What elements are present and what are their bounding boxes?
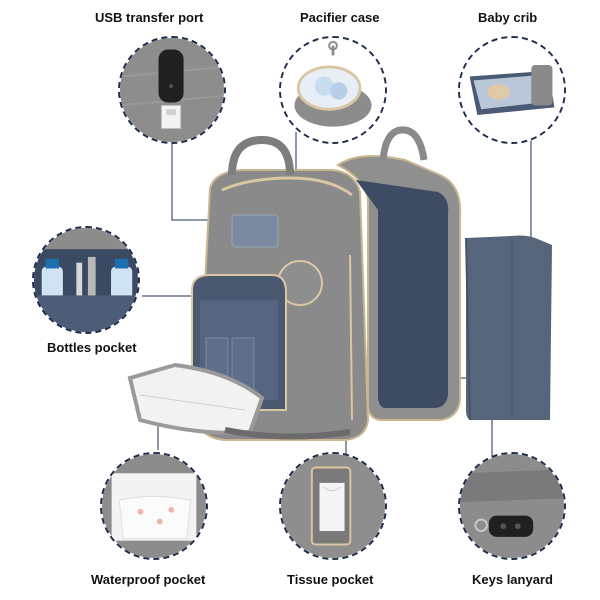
label-waterproof-pocket: Waterproof pocket [91,572,206,587]
callout-circle-bottles [32,226,140,334]
keys-lanyard-thumbnail [460,454,564,558]
callout-circle-pacifier [279,36,387,144]
callout-circle-tissue [279,452,387,560]
label-keys-lanyard: Keys lanyard [472,572,553,587]
usb-port-thumbnail [120,38,224,142]
callout-circle-crib [458,36,566,144]
callout-circle-usb [118,36,226,144]
waterproof-pocket-thumbnail [102,454,206,558]
label-tissue-pocket: Tissue pocket [287,572,374,587]
pacifier-case-thumbnail [281,38,385,142]
baby-crib-thumbnail [460,38,564,142]
callout-circle-waterproof [100,452,208,560]
label-usb-transfer-port: USB transfer port [95,10,204,25]
tissue-pocket-thumbnail [281,454,385,558]
label-baby-crib: Baby crib [478,10,538,25]
bottles-pocket-thumbnail [34,228,138,332]
callout-circle-keys [458,452,566,560]
label-bottles-pocket: Bottles pocket [47,340,137,355]
label-pacifier-case: Pacifier case [300,10,380,25]
